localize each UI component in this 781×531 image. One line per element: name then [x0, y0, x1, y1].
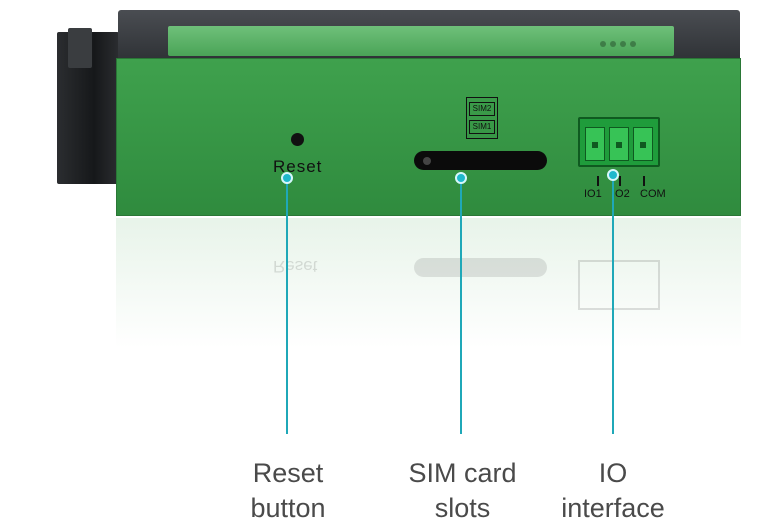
- sim1-label: SIM1: [469, 120, 495, 134]
- reflection-sim-slot: [414, 258, 547, 277]
- sim-callout-line: [460, 178, 462, 434]
- io-interface-caption: IO interface: [545, 456, 681, 526]
- sim-slots-caption: SIM card slots: [390, 456, 535, 526]
- sim-slot-eject: [423, 157, 431, 165]
- io-pin-3: [633, 127, 653, 161]
- io-caption-line2: interface: [561, 493, 665, 523]
- reset-hole: [291, 133, 304, 146]
- rail-clip-detail: [68, 28, 92, 68]
- io-tick-2: [619, 176, 621, 186]
- io-pin-1: [585, 127, 605, 161]
- io-caption-line1: IO: [598, 458, 628, 488]
- top-indicator-dots: [600, 34, 640, 52]
- device-reflection: Reset: [116, 218, 741, 348]
- io-callout-line: [612, 175, 614, 434]
- reset-callout-line: [286, 178, 288, 434]
- device-top-label: [168, 26, 674, 56]
- reset-caption-line2: button: [250, 493, 326, 523]
- com-label: COM: [640, 188, 666, 200]
- io-callout-dot: [607, 169, 619, 181]
- io1-label: IO1: [584, 188, 602, 200]
- io-terminal-block: [578, 117, 660, 167]
- io2-label: IO2: [612, 188, 630, 200]
- reflection-io-block: [578, 260, 660, 310]
- reset-callout-dot: [281, 172, 293, 184]
- io-pin-2: [609, 127, 629, 161]
- io-tick-3: [643, 176, 645, 186]
- sim-caption-line1: SIM card: [408, 458, 517, 488]
- reset-button-caption: Reset button: [218, 456, 358, 526]
- sim2-label: SIM2: [469, 102, 495, 116]
- sim-card-slot: [414, 151, 547, 170]
- reflection-reset-label: Reset: [273, 257, 318, 276]
- sim-icon: SIM2 SIM1: [466, 97, 498, 139]
- sim-callout-dot: [455, 172, 467, 184]
- sim-caption-line2: slots: [434, 493, 491, 523]
- io-tick-1: [597, 176, 599, 186]
- reset-caption-line1: Reset: [252, 458, 324, 488]
- reset-label: Reset: [273, 157, 323, 176]
